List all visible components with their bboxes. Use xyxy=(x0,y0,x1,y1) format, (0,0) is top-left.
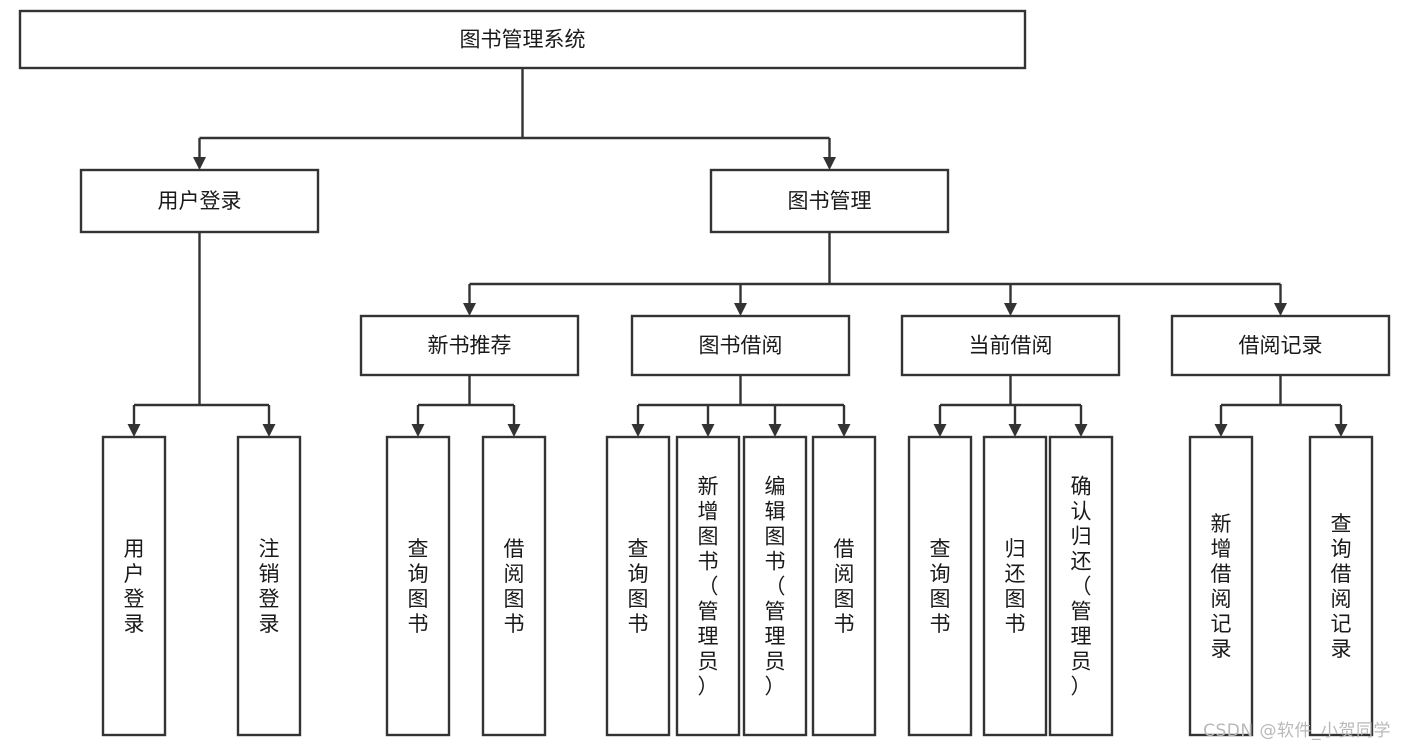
node-label-leaf-query-book-3: 查询图书 xyxy=(930,537,951,636)
node-book-manage[interactable]: 图书管理 xyxy=(709,168,950,234)
node-box-root xyxy=(18,9,1027,70)
node-new-book-rec[interactable]: 新书推荐 xyxy=(359,314,580,377)
node-layer: 图书管理系统用户登录图书管理新书推荐图书借阅当前借阅借阅记录用户登录注销登录查询… xyxy=(18,9,1391,737)
node-leaf-confirm-return[interactable]: 确认归还（管理员） xyxy=(1048,435,1114,737)
connector-group-book-manage xyxy=(463,232,1287,316)
node-box-user-login xyxy=(79,168,320,234)
arrow-head-leaf-query-book-3 xyxy=(933,424,947,437)
node-box-leaf-query-book-3 xyxy=(907,435,973,737)
arrow-head-leaf-query-book-1 xyxy=(411,424,425,437)
connector-group-book-borrow xyxy=(631,375,851,437)
arrow-head-leaf-edit-book xyxy=(768,424,782,437)
arrow-head-leaf-add-book xyxy=(701,424,715,437)
node-label-book-borrow: 图书借阅 xyxy=(699,334,783,358)
connector-group-root xyxy=(193,68,836,170)
node-borrow-record[interactable]: 借阅记录 xyxy=(1170,314,1391,377)
node-label-borrow-record: 借阅记录 xyxy=(1239,334,1323,358)
arrow-head-leaf-query-book-2 xyxy=(631,424,645,437)
node-box-leaf-borrow-book-1 xyxy=(481,435,547,737)
node-label-leaf-borrow-book-2: 借阅图书 xyxy=(834,537,855,636)
arrow-head-new-book-rec xyxy=(463,303,476,316)
node-leaf-borrow-book-1[interactable]: 借阅图书 xyxy=(481,435,547,737)
node-box-book-manage xyxy=(709,168,950,234)
node-box-leaf-borrow-book-2 xyxy=(811,435,877,737)
connector-group-current-borrow xyxy=(933,375,1088,437)
node-label-root: 图书管理系统 xyxy=(460,28,586,52)
arrow-head-leaf-confirm-return xyxy=(1074,424,1088,437)
arrow-head-leaf-user-login xyxy=(127,424,141,437)
node-current-borrow[interactable]: 当前借阅 xyxy=(900,314,1121,377)
node-user-login[interactable]: 用户登录 xyxy=(79,168,320,234)
arrow-head-leaf-borrow-book-2 xyxy=(837,424,851,437)
node-label-new-book-rec: 新书推荐 xyxy=(428,334,512,358)
node-box-borrow-record xyxy=(1170,314,1391,377)
node-label-leaf-query-record: 查询借阅记录 xyxy=(1331,512,1352,661)
node-box-leaf-user-login xyxy=(101,435,167,737)
arrow-head-leaf-user-logout xyxy=(262,424,276,437)
node-leaf-user-login[interactable]: 用户登录 xyxy=(101,435,167,737)
watermark-label: CSDN @软件_小贺同学 xyxy=(1203,721,1391,741)
arrow-head-leaf-add-record xyxy=(1214,424,1228,437)
node-box-leaf-confirm-return xyxy=(1048,435,1114,737)
node-leaf-query-book-2[interactable]: 查询图书 xyxy=(605,435,671,737)
node-box-leaf-query-book-1 xyxy=(385,435,451,737)
arrow-head-leaf-borrow-book-1 xyxy=(507,424,521,437)
connector-group-new-book-rec xyxy=(411,375,521,437)
node-box-leaf-edit-book xyxy=(742,435,808,737)
node-leaf-edit-book[interactable]: 编辑图书（管理员） xyxy=(742,435,808,737)
arrow-head-user-login xyxy=(193,157,206,170)
arrow-head-book-borrow xyxy=(734,303,747,316)
arrow-head-current-borrow xyxy=(1004,303,1017,316)
node-label-current-borrow: 当前借阅 xyxy=(969,334,1053,358)
arrow-head-book-manage xyxy=(823,157,836,170)
node-label-leaf-borrow-book-1: 借阅图书 xyxy=(504,537,525,636)
node-leaf-return-book[interactable]: 归还图书 xyxy=(982,435,1048,737)
arrow-head-borrow-record xyxy=(1274,303,1287,316)
node-leaf-query-book-1[interactable]: 查询图书 xyxy=(385,435,451,737)
node-box-current-borrow xyxy=(900,314,1121,377)
node-box-leaf-add-record xyxy=(1188,435,1254,737)
node-label-book-manage: 图书管理 xyxy=(788,189,872,213)
node-box-new-book-rec xyxy=(359,314,580,377)
node-box-leaf-add-book xyxy=(675,435,741,737)
connector-group-user-login xyxy=(127,232,276,437)
node-root[interactable]: 图书管理系统 xyxy=(18,9,1027,70)
node-label-leaf-add-book: 新增图书（管理员） xyxy=(698,475,719,699)
node-leaf-query-record[interactable]: 查询借阅记录 xyxy=(1308,435,1374,737)
node-label-user-login: 用户登录 xyxy=(158,189,242,213)
node-label-leaf-return-book: 归还图书 xyxy=(1005,537,1026,636)
node-label-leaf-user-login: 用户登录 xyxy=(124,537,145,636)
node-leaf-user-logout[interactable]: 注销登录 xyxy=(236,435,302,737)
node-book-borrow[interactable]: 图书借阅 xyxy=(630,314,851,377)
connector-group-borrow-record xyxy=(1214,375,1348,437)
node-label-leaf-edit-book: 编辑图书（管理员） xyxy=(765,475,786,699)
arrow-head-leaf-return-book xyxy=(1008,424,1022,437)
node-label-leaf-add-record: 新增借阅记录 xyxy=(1211,512,1232,661)
node-box-leaf-query-record xyxy=(1308,435,1374,737)
node-box-book-borrow xyxy=(630,314,851,377)
node-box-leaf-return-book xyxy=(982,435,1048,737)
node-label-leaf-user-logout: 注销登录 xyxy=(259,537,280,636)
node-leaf-add-record[interactable]: 新增借阅记录 xyxy=(1188,435,1254,737)
node-label-leaf-confirm-return: 确认归还（管理员） xyxy=(1071,475,1092,699)
arrow-head-leaf-query-record xyxy=(1334,424,1348,437)
node-leaf-query-book-3[interactable]: 查询图书 xyxy=(907,435,973,737)
connector-layer xyxy=(127,68,1348,437)
node-leaf-add-book[interactable]: 新增图书（管理员） xyxy=(675,435,741,737)
node-box-leaf-query-book-2 xyxy=(605,435,671,737)
node-label-leaf-query-book-1: 查询图书 xyxy=(408,537,429,636)
node-leaf-borrow-book-2[interactable]: 借阅图书 xyxy=(811,435,877,737)
node-label-leaf-query-book-2: 查询图书 xyxy=(628,537,649,636)
node-box-leaf-user-logout xyxy=(236,435,302,737)
